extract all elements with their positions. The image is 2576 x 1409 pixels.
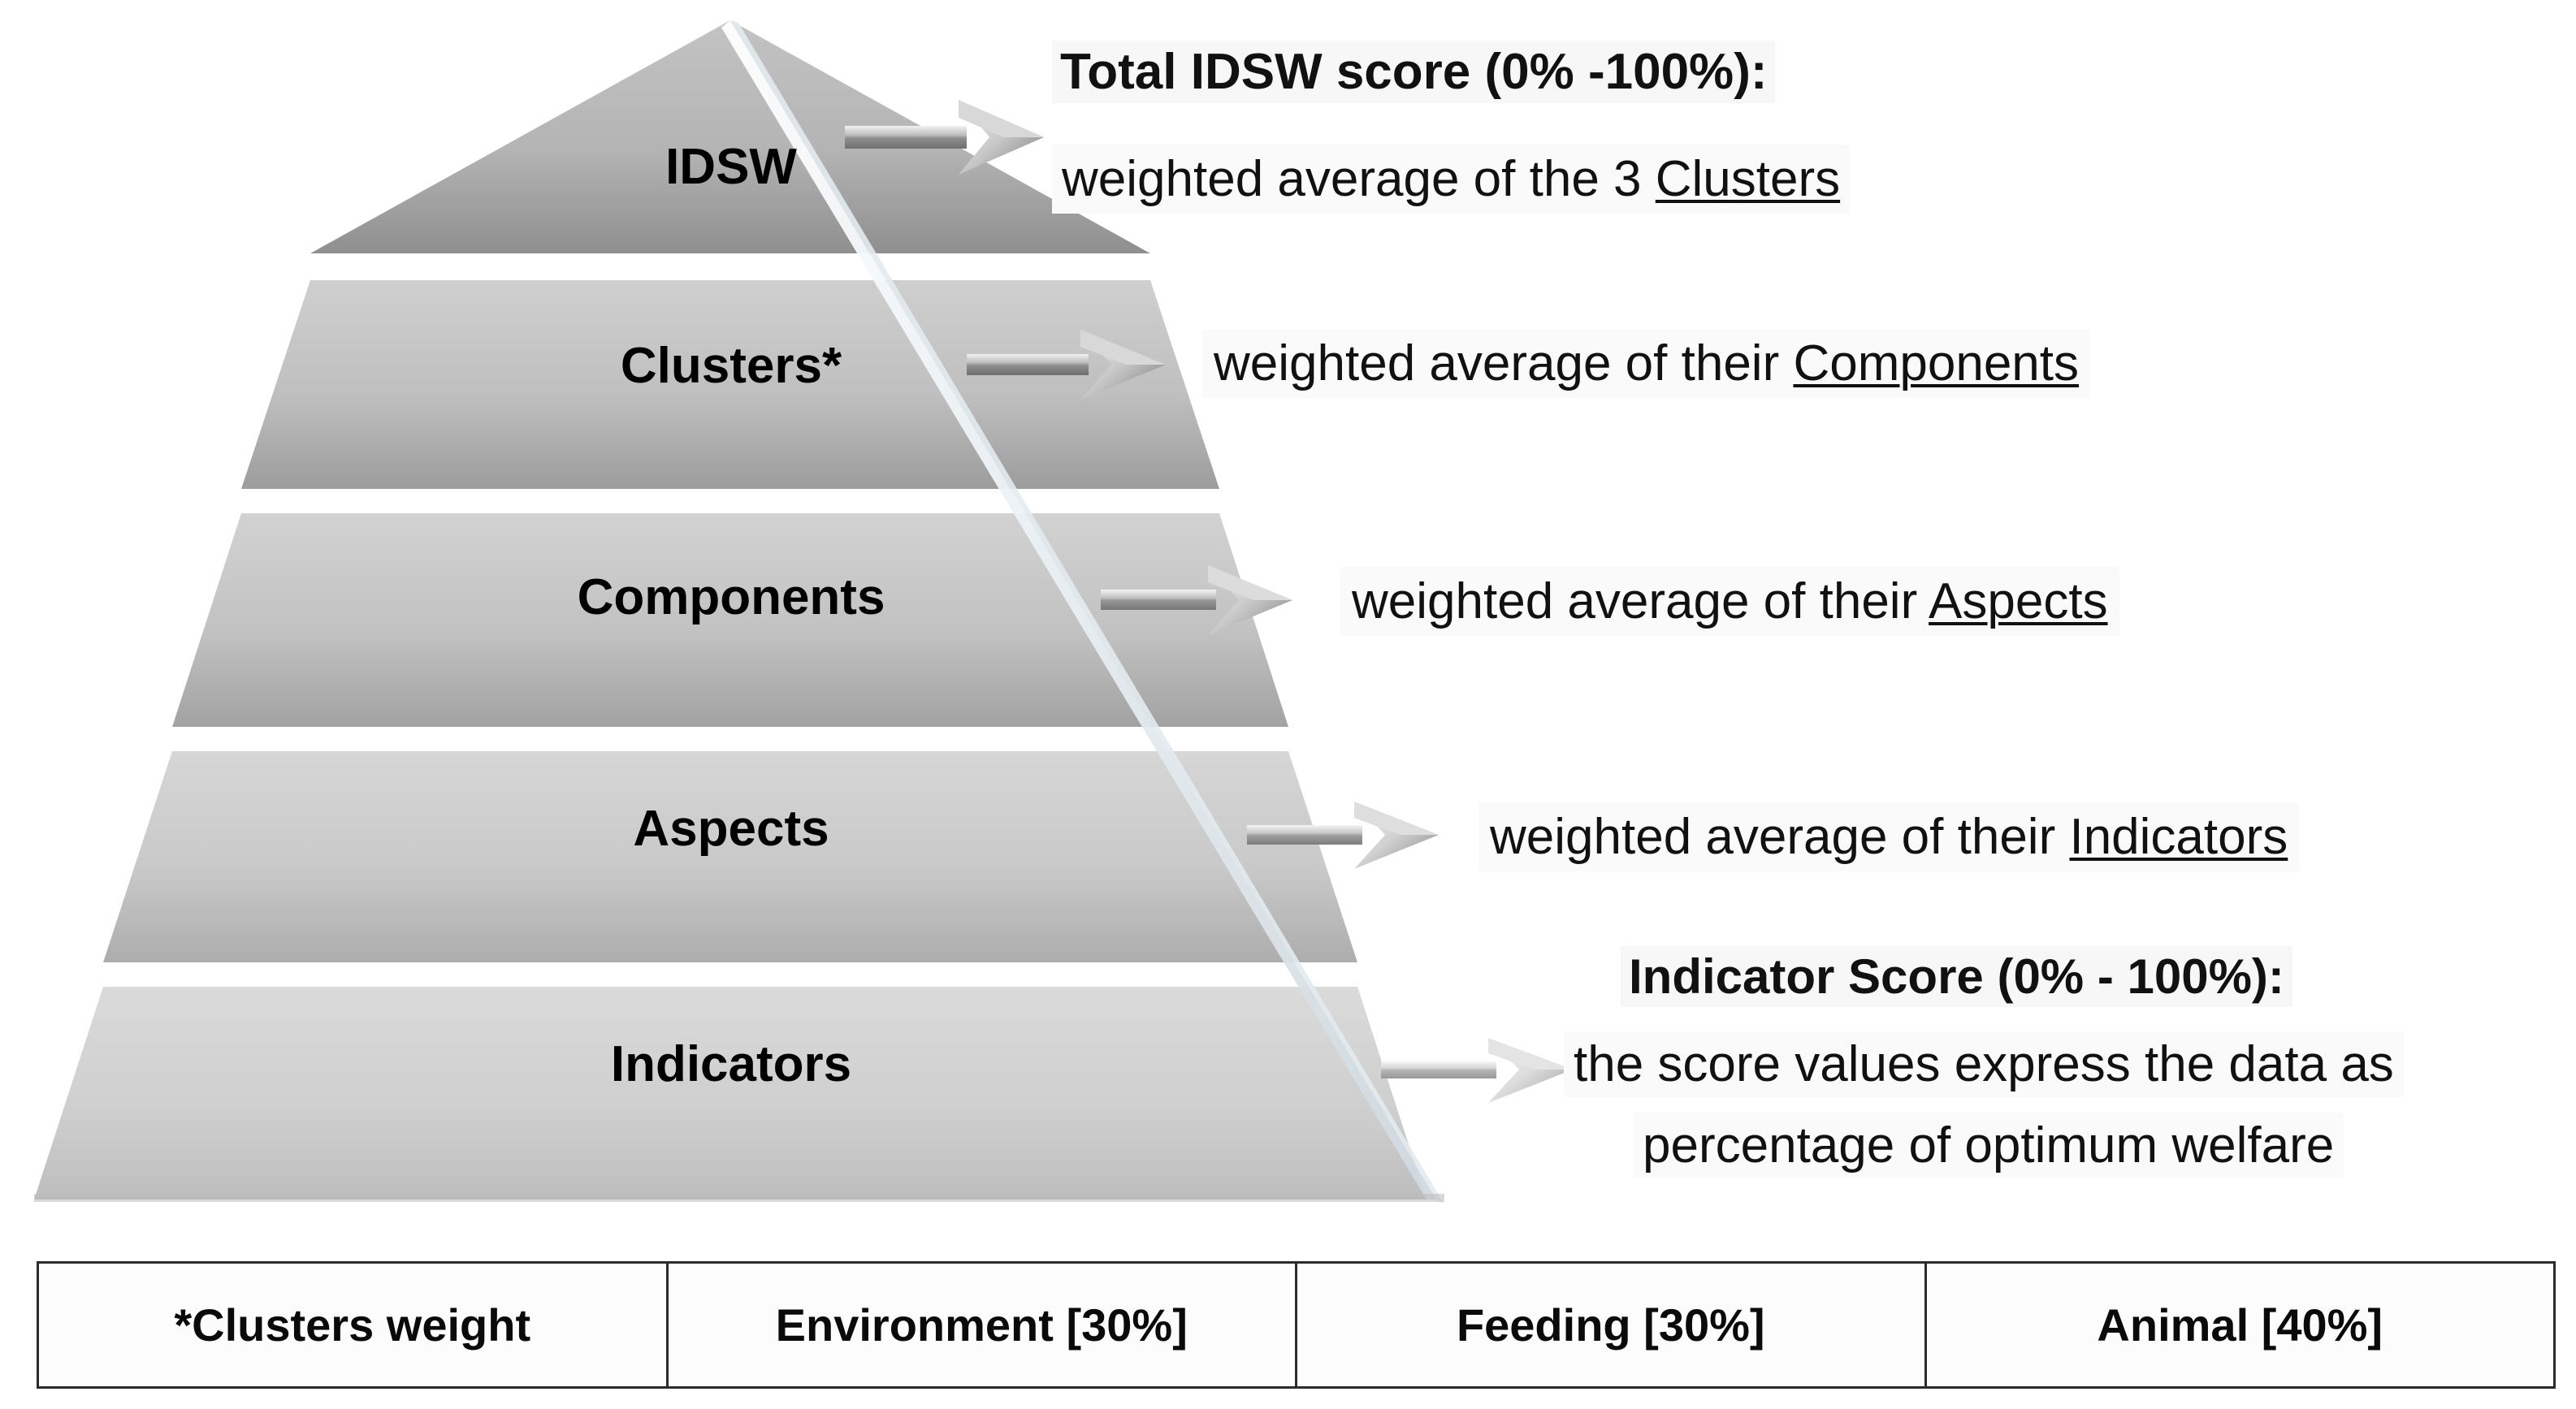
pyramid-svg [34, 20, 1444, 1204]
cell-clusters-weight-label: *Clusters weight [37, 1261, 669, 1389]
arrow-right-components [1101, 565, 1292, 635]
pyramid-tier-idsw [310, 20, 1150, 253]
annotation-aspects-body: weighted average of their Indicators [1478, 802, 2300, 872]
annotation-clusters-body-pre: weighted average of their [1214, 335, 1794, 391]
annotation-components-body-pre: weighted average of their [1352, 573, 1929, 629]
annotation-clusters-body-link: Components [1793, 335, 2080, 391]
pyramid-tier-components [172, 513, 1288, 727]
annotation-aspects-body-pre: weighted average of their [1490, 809, 2070, 865]
pyramid-label-indicators: Indicators [610, 1036, 852, 1092]
annotation-indicators-heading: Indicator Score (0% - 100%): [1621, 946, 2292, 1007]
annotation-components-body: weighted average of their Aspects [1340, 567, 2119, 637]
pyramid-label-aspects: Aspects [633, 801, 829, 857]
annotation-indicators-body-line1: the score values express the data as [1564, 1031, 2404, 1098]
pyramid-tier-indicators [34, 987, 1427, 1199]
pyramid-label-clusters: Clusters* [620, 338, 842, 394]
pyramid-right-edge-shadow [730, 20, 1444, 1204]
annotation-components-body-link: Aspects [1929, 573, 2108, 629]
annotation-idsw-heading: Total IDSW score (0% -100%): [1052, 41, 1776, 104]
annotation-indicators-body-line2: percentage of optimum welfare [1633, 1113, 2344, 1179]
pyramid-base-shadow [34, 1194, 1444, 1202]
arrow-right-indicators [1381, 1038, 1573, 1103]
annotation-clusters-body: weighted average of their Components [1202, 329, 2091, 399]
clusters-weight-table: *Clusters weight Environment [30%] Feedi… [37, 1261, 2556, 1389]
pyramid-tier-aspects [103, 751, 1357, 962]
cell-environment-weight: Environment [30%] [665, 1261, 1297, 1389]
pyramid-label-idsw: IDSW [665, 139, 797, 195]
pyramid-right-edge-highlight [721, 20, 1436, 1199]
cell-feeding-weight: Feeding [30%] [1295, 1261, 1927, 1389]
arrow-right-aspects [1247, 802, 1439, 869]
arrow-right-clusters [967, 330, 1166, 400]
pyramid-graphic: IDSW Clusters* Components Aspects Indica… [16, 8, 1470, 1226]
annotation-idsw-body-pre: weighted average of the 3 [1062, 151, 1656, 207]
table-row: *Clusters weight Environment [30%] Feedi… [37, 1261, 2556, 1389]
cell-animal-weight: Animal [40%] [1924, 1261, 2556, 1389]
annotation-aspects-body-link: Indicators [2069, 809, 2288, 865]
pyramid-label-components: Components [577, 569, 885, 625]
arrow-right-idsw [845, 100, 1044, 175]
annotation-idsw-body: weighted average of the 3 Clusters [1052, 145, 1851, 214]
annotation-idsw-body-link: Clusters [1655, 151, 1841, 207]
